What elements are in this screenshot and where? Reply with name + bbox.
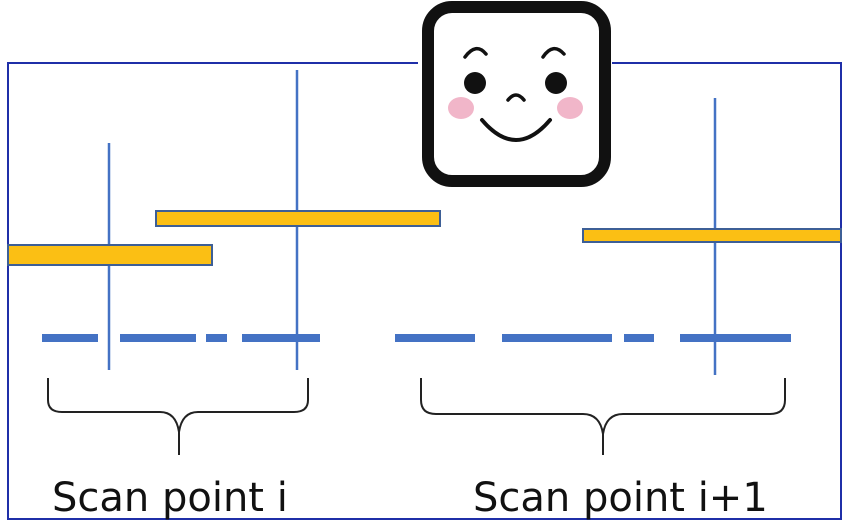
brace-left (47, 378, 309, 455)
left-eyebrow (463, 47, 488, 59)
scan-point-i-plus-1-label: Scan point i+1 (473, 475, 768, 521)
right-eye (545, 72, 567, 94)
brace-right (420, 378, 786, 455)
right-eyebrow (541, 47, 566, 59)
left-cheek (448, 97, 474, 119)
yellow-bar-1 (7, 244, 213, 266)
left-eye (464, 72, 486, 94)
nose (506, 93, 526, 102)
mouth (480, 118, 552, 142)
yellow-bar-3 (582, 228, 842, 243)
scan-point-i-label: Scan point i (52, 475, 288, 521)
right-cheek (557, 97, 583, 119)
smiling-face-icon (418, 0, 612, 190)
yellow-bar-2 (155, 210, 441, 227)
